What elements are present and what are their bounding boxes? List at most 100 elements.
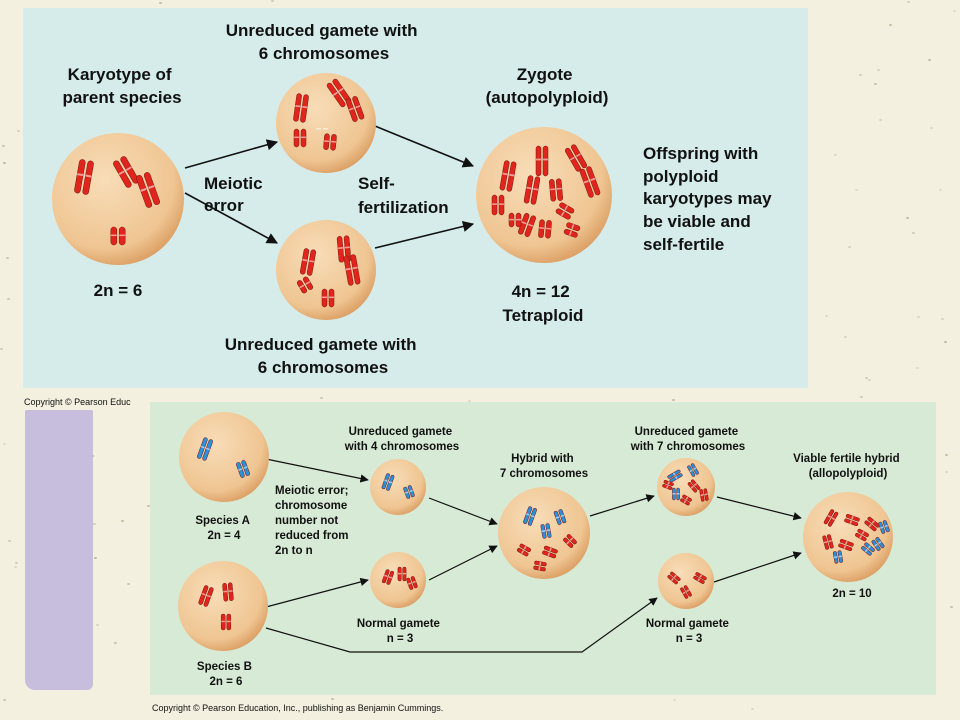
speckle xyxy=(855,189,858,191)
speckle xyxy=(3,162,6,164)
chromosome xyxy=(491,194,505,216)
zygote-cell xyxy=(476,127,612,263)
chromosome xyxy=(564,144,588,172)
speckle xyxy=(941,318,944,320)
chromosome xyxy=(236,460,250,478)
speckle xyxy=(906,217,909,219)
speckle xyxy=(944,341,947,343)
chromosome xyxy=(687,463,699,477)
species-b-cell xyxy=(178,561,268,651)
speckle xyxy=(6,257,9,259)
normal-gamete-2-label: Normal gamete n = 3 xyxy=(646,618,732,645)
speckle xyxy=(860,396,863,398)
speckle xyxy=(889,24,892,26)
speckle xyxy=(3,443,6,445)
meiotic-error-note: Meiotic error; chromosome number not red… xyxy=(275,485,352,557)
chromosome xyxy=(220,613,232,631)
speckle xyxy=(945,454,948,456)
unreduced-gamete-4-cell xyxy=(370,459,426,515)
chromosome xyxy=(680,585,692,599)
chromosome xyxy=(871,537,885,551)
chromosome xyxy=(113,156,139,188)
chromosome xyxy=(533,560,547,572)
species-a-cell xyxy=(179,412,269,502)
speckle xyxy=(844,336,847,338)
chromosome xyxy=(693,572,707,584)
chromosome xyxy=(518,213,536,237)
chromosome xyxy=(699,488,709,502)
chromosome xyxy=(403,485,415,499)
chromosome xyxy=(535,145,549,177)
speckle xyxy=(672,399,675,401)
chromosome xyxy=(555,202,575,220)
chromosome xyxy=(579,166,601,198)
speckle xyxy=(950,606,953,608)
chromosome xyxy=(667,469,683,483)
parent-ploidy: 2n = 6 xyxy=(94,281,143,300)
speckle xyxy=(877,69,880,71)
chromosome xyxy=(316,128,328,130)
speckle xyxy=(945,471,948,473)
offspring-note: Offspring with polyploid karyotypes may … xyxy=(643,144,776,254)
speckle xyxy=(939,189,942,191)
chromosome xyxy=(343,254,361,286)
speckle xyxy=(320,397,323,399)
decorative-sidebar-bar xyxy=(25,410,93,690)
speckle xyxy=(916,367,919,369)
chromosome xyxy=(382,569,394,585)
chromosome xyxy=(323,133,337,151)
chromosome xyxy=(397,566,407,582)
speckle xyxy=(930,127,933,129)
chromosome xyxy=(74,159,94,195)
chromosome xyxy=(549,178,563,202)
speckle xyxy=(865,377,868,379)
self-fertilization-label: Self- fertilization xyxy=(358,174,449,217)
speckle xyxy=(94,557,97,559)
speckle xyxy=(834,154,837,156)
unreduced-gamete-7-cell xyxy=(657,458,715,516)
hybrid-7-label: Hybrid with 7 chromosomes xyxy=(500,453,588,480)
chromosome xyxy=(563,222,581,238)
speckle xyxy=(848,246,851,248)
chromosome xyxy=(662,480,674,490)
chromosome xyxy=(855,528,869,542)
chromosome xyxy=(296,276,314,294)
chromosome xyxy=(136,172,160,208)
speckle xyxy=(953,10,956,12)
speckle xyxy=(114,642,117,644)
speckle xyxy=(917,316,920,318)
chromosome xyxy=(680,494,692,506)
speckle xyxy=(93,523,96,525)
normal-gamete-2-cell xyxy=(658,553,714,609)
speckle xyxy=(271,0,274,2)
chromosome xyxy=(197,437,213,461)
hybrid-7-cell xyxy=(498,487,590,579)
copyright-short: Copyright © Pearson Educ xyxy=(24,397,131,407)
chromosome xyxy=(667,571,681,585)
chromosome xyxy=(832,550,844,564)
speckle xyxy=(121,520,124,522)
unreduced-gamete-7-label: Unreduced gamete with 7 chromosomes xyxy=(630,426,745,453)
meiotic-error-label: Meiotic error xyxy=(204,174,267,215)
chromosome xyxy=(687,479,701,493)
unreduced-gamete-bottom-cell xyxy=(276,220,376,320)
chromosome xyxy=(844,514,860,526)
viable-hybrid-cell xyxy=(803,492,893,582)
speckle xyxy=(8,540,11,542)
chromosome xyxy=(672,487,680,501)
chromosome xyxy=(299,248,317,276)
zygote-title: Zygote (autopolyploid) xyxy=(486,65,609,107)
speckle xyxy=(7,298,10,300)
speckle xyxy=(912,232,915,234)
chromosome xyxy=(523,506,537,526)
viable-hybrid-label: Viable fertile hybrid (allopolyploid) xyxy=(793,453,903,480)
bottom-arrows xyxy=(265,458,802,653)
chromosome xyxy=(553,509,567,525)
species-a-label: Species A 2n = 4 xyxy=(195,515,252,542)
chromosome xyxy=(864,516,880,532)
chromosome xyxy=(293,128,307,148)
speckle xyxy=(3,699,6,701)
chromosome xyxy=(838,539,854,551)
speckle xyxy=(0,348,3,350)
